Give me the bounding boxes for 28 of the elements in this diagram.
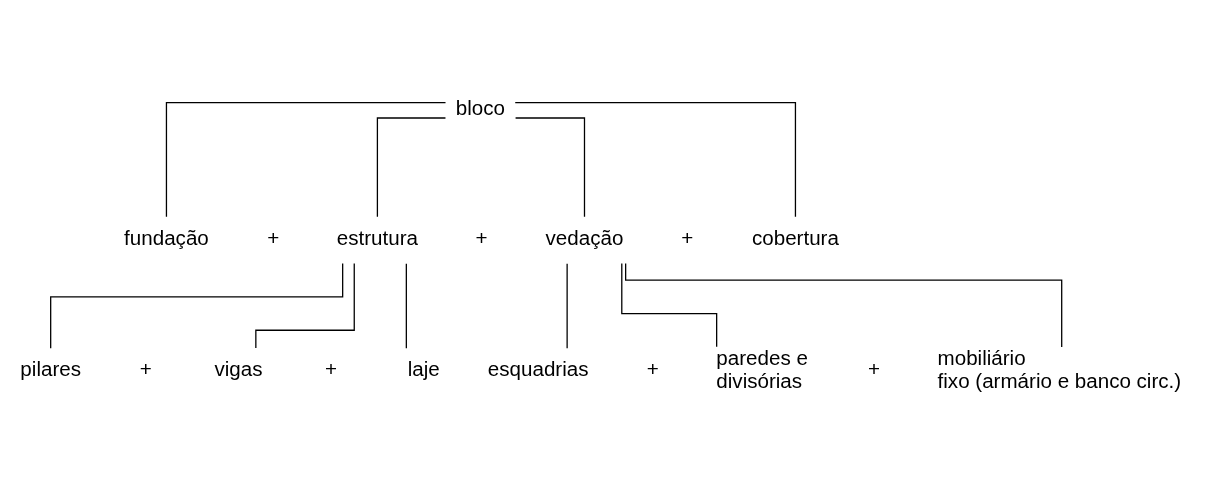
label: + <box>867 357 880 381</box>
node-text: vigas <box>214 357 263 381</box>
label: + <box>646 357 659 381</box>
label: + <box>681 226 694 250</box>
label: + <box>139 357 152 381</box>
connector <box>165 101 447 218</box>
connector <box>255 262 355 349</box>
node-text: estrutura <box>336 226 419 250</box>
node-text: pilares <box>20 357 81 381</box>
label: + <box>475 226 488 250</box>
node-text: laje <box>407 357 440 381</box>
connector <box>566 263 568 349</box>
connector <box>405 263 407 349</box>
connector <box>514 101 797 218</box>
connector <box>376 117 447 218</box>
node-text: bloco <box>455 96 505 120</box>
node-text: vedação <box>545 226 624 250</box>
node-text: paredes e divisórias <box>716 345 808 392</box>
connector <box>625 262 1063 348</box>
connector <box>514 117 586 218</box>
node-text: mobiliário fixo (armário e banco circ.) <box>937 345 1182 392</box>
connector <box>621 262 718 348</box>
node-text: fundação <box>124 226 209 250</box>
label: + <box>325 357 338 381</box>
label: + <box>267 226 280 250</box>
connector <box>50 262 344 349</box>
node-text: cobertura <box>751 226 839 250</box>
node-text: esquadrias <box>487 357 589 381</box>
